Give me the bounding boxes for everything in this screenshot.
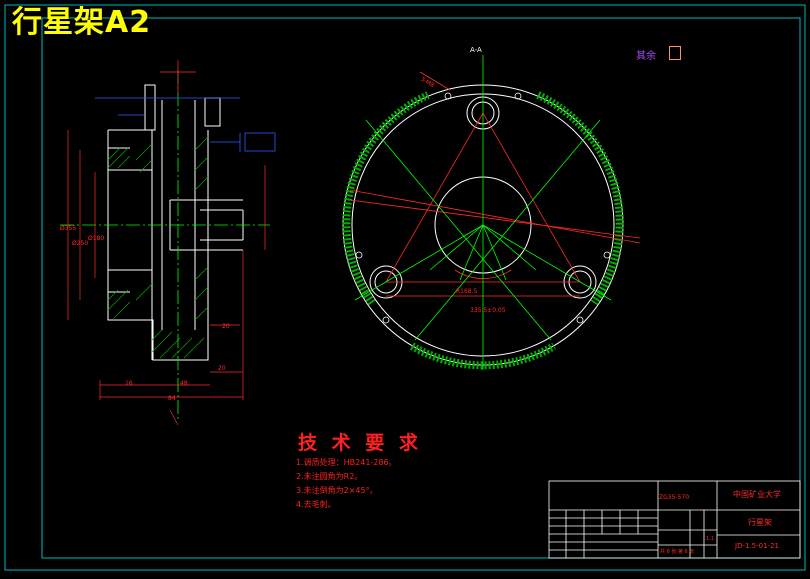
svg-text:20: 20 — [218, 365, 226, 372]
requirement-item: 2.未注圆角为R2。 — [296, 472, 363, 481]
title-block-university: 中国矿业大学 — [733, 489, 781, 499]
svg-text:A-A: A-A — [470, 46, 482, 54]
requirement-item: 1.调质处理：HB241-286。 — [296, 458, 397, 467]
svg-text:Ø180: Ø180 — [88, 235, 104, 242]
requirement-item: 4.去毛刺。 — [296, 500, 336, 509]
section-view: Ø355 Ø250 Ø180 16 48 20 84 20 — [60, 60, 276, 426]
requirement-item: 3.未注倒角为2×45°。 — [296, 486, 378, 495]
title-block-drawing-number: JD-1.5-01-21 — [734, 542, 779, 550]
surface-roughness-label: 其余 — [636, 51, 656, 62]
title-block-sheet: 共 6 张 第 6 张 — [660, 548, 694, 555]
roughness-symbol-box — [669, 46, 681, 60]
front-view: R168.5 335.5±0.05 3-M8 A-A — [342, 46, 641, 370]
drawing-title: 行星架A2 — [12, 5, 152, 40]
title-block — [548, 480, 801, 559]
svg-text:335.5±0.05: 335.5±0.05 — [470, 307, 506, 314]
svg-text:R168.5: R168.5 — [456, 288, 478, 295]
svg-text:Ø355: Ø355 — [60, 225, 76, 232]
title-block-scale: 1:1 — [706, 536, 714, 542]
svg-text:16: 16 — [125, 380, 133, 387]
sheet-inner-frame — [41, 17, 801, 559]
title-block-part-name: 行星架 — [748, 517, 772, 527]
svg-text:48: 48 — [180, 380, 188, 387]
svg-text:84: 84 — [168, 395, 176, 402]
svg-text:3-M8: 3-M8 — [419, 76, 436, 90]
sheet-outer-frame — [4, 4, 806, 571]
technical-requirements-title: 技 术 要 求 — [298, 432, 422, 454]
title-block-material: ZG35-570 — [659, 494, 689, 501]
technical-requirements-list: 1.调质处理：HB241-286。 2.未注圆角为R2。 3.未注倒角为2×45… — [296, 456, 397, 512]
svg-text:20: 20 — [222, 323, 230, 330]
svg-text:Ø250: Ø250 — [72, 240, 88, 247]
